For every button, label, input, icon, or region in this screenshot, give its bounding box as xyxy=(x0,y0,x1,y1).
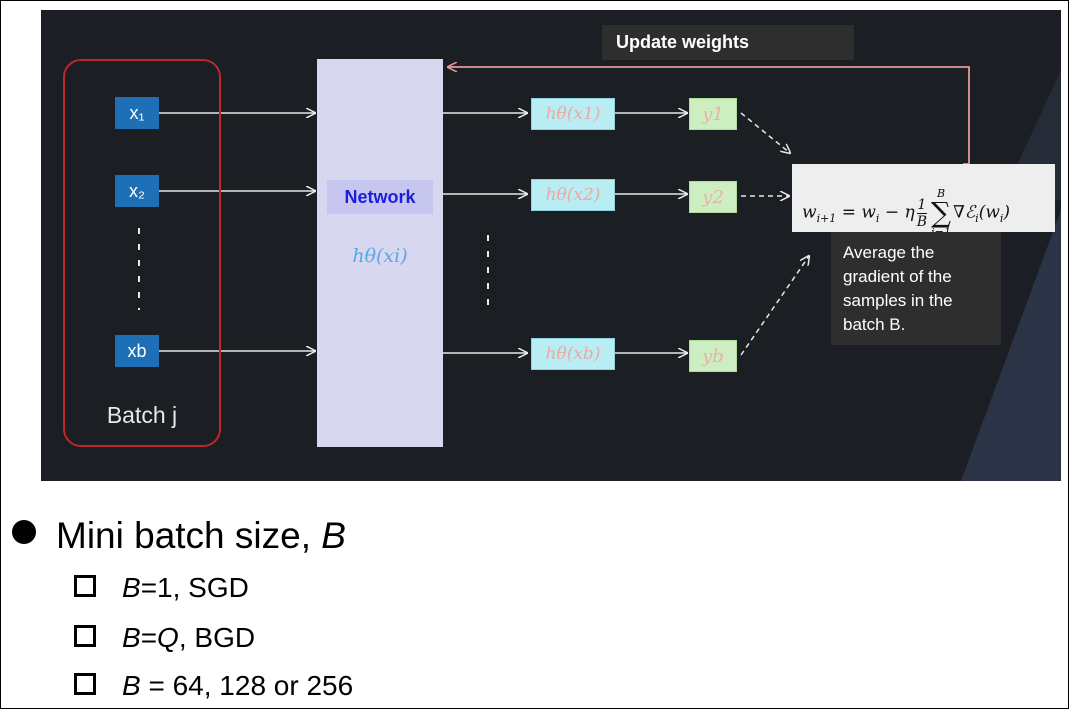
network-label: Network xyxy=(327,180,433,214)
sub-item-sgd: B=1, SGD xyxy=(74,572,249,604)
label-y1: y1 xyxy=(689,98,737,130)
formula-frac-num: 1 xyxy=(917,196,927,213)
formula-eq: = xyxy=(836,202,862,223)
formula-lhs-sub: i+1 xyxy=(816,211,837,225)
batch-frame xyxy=(63,59,221,447)
formula-close: ) xyxy=(1003,202,1011,223)
sub-item-text: =1, SGD xyxy=(140,572,249,603)
batch-label: Batch j xyxy=(106,402,178,428)
formula-frac-den: B xyxy=(916,212,927,230)
bullet-main-var: B xyxy=(321,515,346,556)
average-gradient-note: Average the gradient of the samples in t… xyxy=(831,232,1001,345)
sub-item-text: = 64, 128 or 256 xyxy=(140,670,354,701)
formula-sum-top: B xyxy=(936,187,946,200)
output-h1: hθ(x1) xyxy=(531,98,615,130)
label-yb: yb xyxy=(689,340,737,372)
formula-w: w xyxy=(861,202,876,223)
input-x2: x₂ xyxy=(115,175,159,207)
input-xb: xb xyxy=(115,335,159,367)
sub-item-bgd: B=Q, BGD xyxy=(74,622,255,654)
sub-item-var: B xyxy=(122,572,141,603)
output-hb: hθ(xb) xyxy=(531,338,615,370)
formula-w-sub: i xyxy=(875,211,880,225)
sub-item-sizes: B = 64, 128 or 256 xyxy=(74,670,353,702)
background-wedge xyxy=(961,210,1061,481)
sub-item-text: , BGD xyxy=(178,622,256,653)
formula-sum: B∑i=1 xyxy=(931,188,951,238)
sub-item-var: B xyxy=(122,670,141,701)
formula-grad: ∇ℰ xyxy=(953,202,976,223)
output-h2: hθ(x2) xyxy=(531,179,615,211)
formula-arg: (w xyxy=(978,202,1000,223)
sub-item-eq: = xyxy=(140,622,158,653)
sub-item-var2: Q xyxy=(157,622,179,653)
network-box xyxy=(317,59,443,447)
sub-item-var: B xyxy=(122,622,141,653)
formula-sum-sign: ∑ xyxy=(931,196,951,229)
network-function: hθ(xi) xyxy=(352,245,408,267)
label-y2: y2 xyxy=(689,181,737,213)
arrow-y1-formula xyxy=(740,112,790,153)
formula-arg-sub: i xyxy=(999,211,1004,225)
formula-grad-sub: i xyxy=(975,211,979,225)
formula-minus-eta: − η xyxy=(879,202,915,223)
update-weights-label: Update weights xyxy=(602,25,854,60)
bullet-main: Mini batch size, B xyxy=(12,515,346,557)
square-bullet-icon xyxy=(74,673,96,695)
bullet-main-text: Mini batch size, xyxy=(56,515,322,556)
bullet-dot-icon xyxy=(12,520,36,544)
square-bullet-icon xyxy=(74,625,96,647)
square-bullet-icon xyxy=(74,575,96,597)
arrow-yb-formula xyxy=(740,256,809,356)
input-x1: x₁ xyxy=(115,97,159,129)
formula-lhs: w xyxy=(802,202,817,223)
